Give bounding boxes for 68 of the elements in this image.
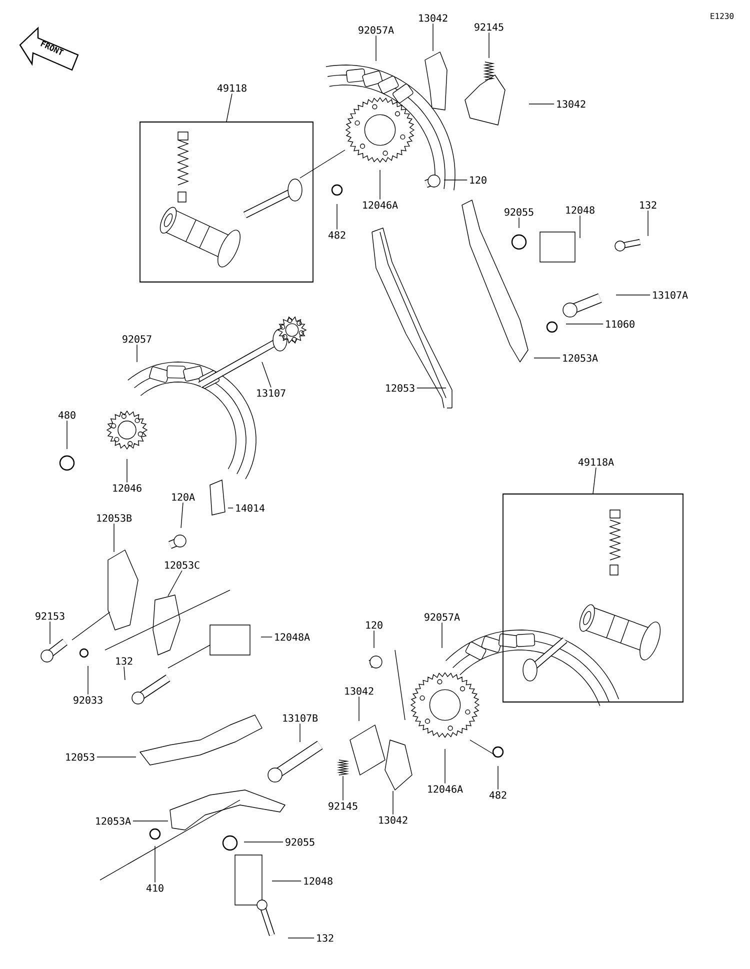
leader-line xyxy=(132,820,168,822)
leader-line xyxy=(444,748,446,784)
leader-line xyxy=(432,23,434,52)
part-number: 12048A xyxy=(275,633,310,641)
leader-line xyxy=(392,790,394,815)
part-number: 480 xyxy=(58,411,76,419)
part-number: 120 xyxy=(470,176,486,184)
leader-line xyxy=(592,467,596,494)
leader-line xyxy=(126,458,128,483)
part-number: 13042 xyxy=(379,816,408,824)
part-number: 92153 xyxy=(36,612,64,620)
leader-line xyxy=(168,570,182,596)
part-number: 120 xyxy=(366,621,382,629)
part-number: 410 xyxy=(146,884,164,892)
part-number: 92057A xyxy=(358,26,394,34)
leader-line xyxy=(358,696,360,722)
leader-line xyxy=(154,846,156,883)
part-number: 92145 xyxy=(474,23,504,31)
diagram-code: E1230 xyxy=(710,12,734,20)
part-number: 12053 xyxy=(66,753,94,761)
leader-line xyxy=(518,217,520,228)
part-number: 12053A xyxy=(96,817,131,825)
part-number: 12046 xyxy=(113,484,142,492)
part-number: 132 xyxy=(640,201,656,209)
part-number: 132 xyxy=(116,657,132,665)
part-number: 482 xyxy=(489,791,506,799)
part-number: 92057 xyxy=(122,335,152,343)
leader-line xyxy=(96,756,136,758)
assembly-box xyxy=(140,122,314,282)
leader-line xyxy=(336,204,338,230)
part-number: 12048 xyxy=(304,877,332,885)
part-number: 92055 xyxy=(286,838,314,846)
leader-line xyxy=(226,93,232,122)
assembly-box xyxy=(502,494,684,702)
part-number: 12053B xyxy=(97,514,132,522)
part-number: 12046A xyxy=(363,201,398,209)
leader-line xyxy=(262,362,272,388)
part-number: 14014 xyxy=(236,504,265,512)
leader-line xyxy=(272,880,302,882)
part-number: 49118 xyxy=(217,84,246,92)
leader-line xyxy=(124,666,126,680)
part-number: 12048 xyxy=(566,206,594,214)
part-number: 49118A xyxy=(578,458,614,466)
leader-line xyxy=(342,776,344,801)
part-number: 92055 xyxy=(504,208,534,216)
part-number: 92033 xyxy=(74,696,102,704)
part-number: 11060 xyxy=(606,320,634,328)
part-number: 92057A xyxy=(424,613,460,621)
part-number: 13042 xyxy=(557,100,586,108)
leader-line xyxy=(616,294,650,296)
part-number: 13042 xyxy=(419,14,448,22)
part-number: 92145 xyxy=(328,802,358,810)
leader-line xyxy=(66,420,68,450)
part-number: 13107 xyxy=(257,389,286,397)
leader-line xyxy=(180,502,184,528)
part-number: 132 xyxy=(317,934,334,942)
part-number: 120A xyxy=(172,493,195,501)
part-number: 12046A xyxy=(428,785,463,793)
leader-line xyxy=(488,32,490,58)
part-number: 13107B xyxy=(283,714,318,722)
part-number: 12053C xyxy=(165,561,200,569)
part-number: 12053 xyxy=(386,384,414,392)
leader-line xyxy=(260,636,272,638)
leader-line xyxy=(136,344,138,362)
part-number: 13107A xyxy=(653,291,688,299)
part-number: 482 xyxy=(328,231,346,239)
part-number: 12053A xyxy=(563,354,598,362)
part-number: 13042 xyxy=(345,687,374,695)
